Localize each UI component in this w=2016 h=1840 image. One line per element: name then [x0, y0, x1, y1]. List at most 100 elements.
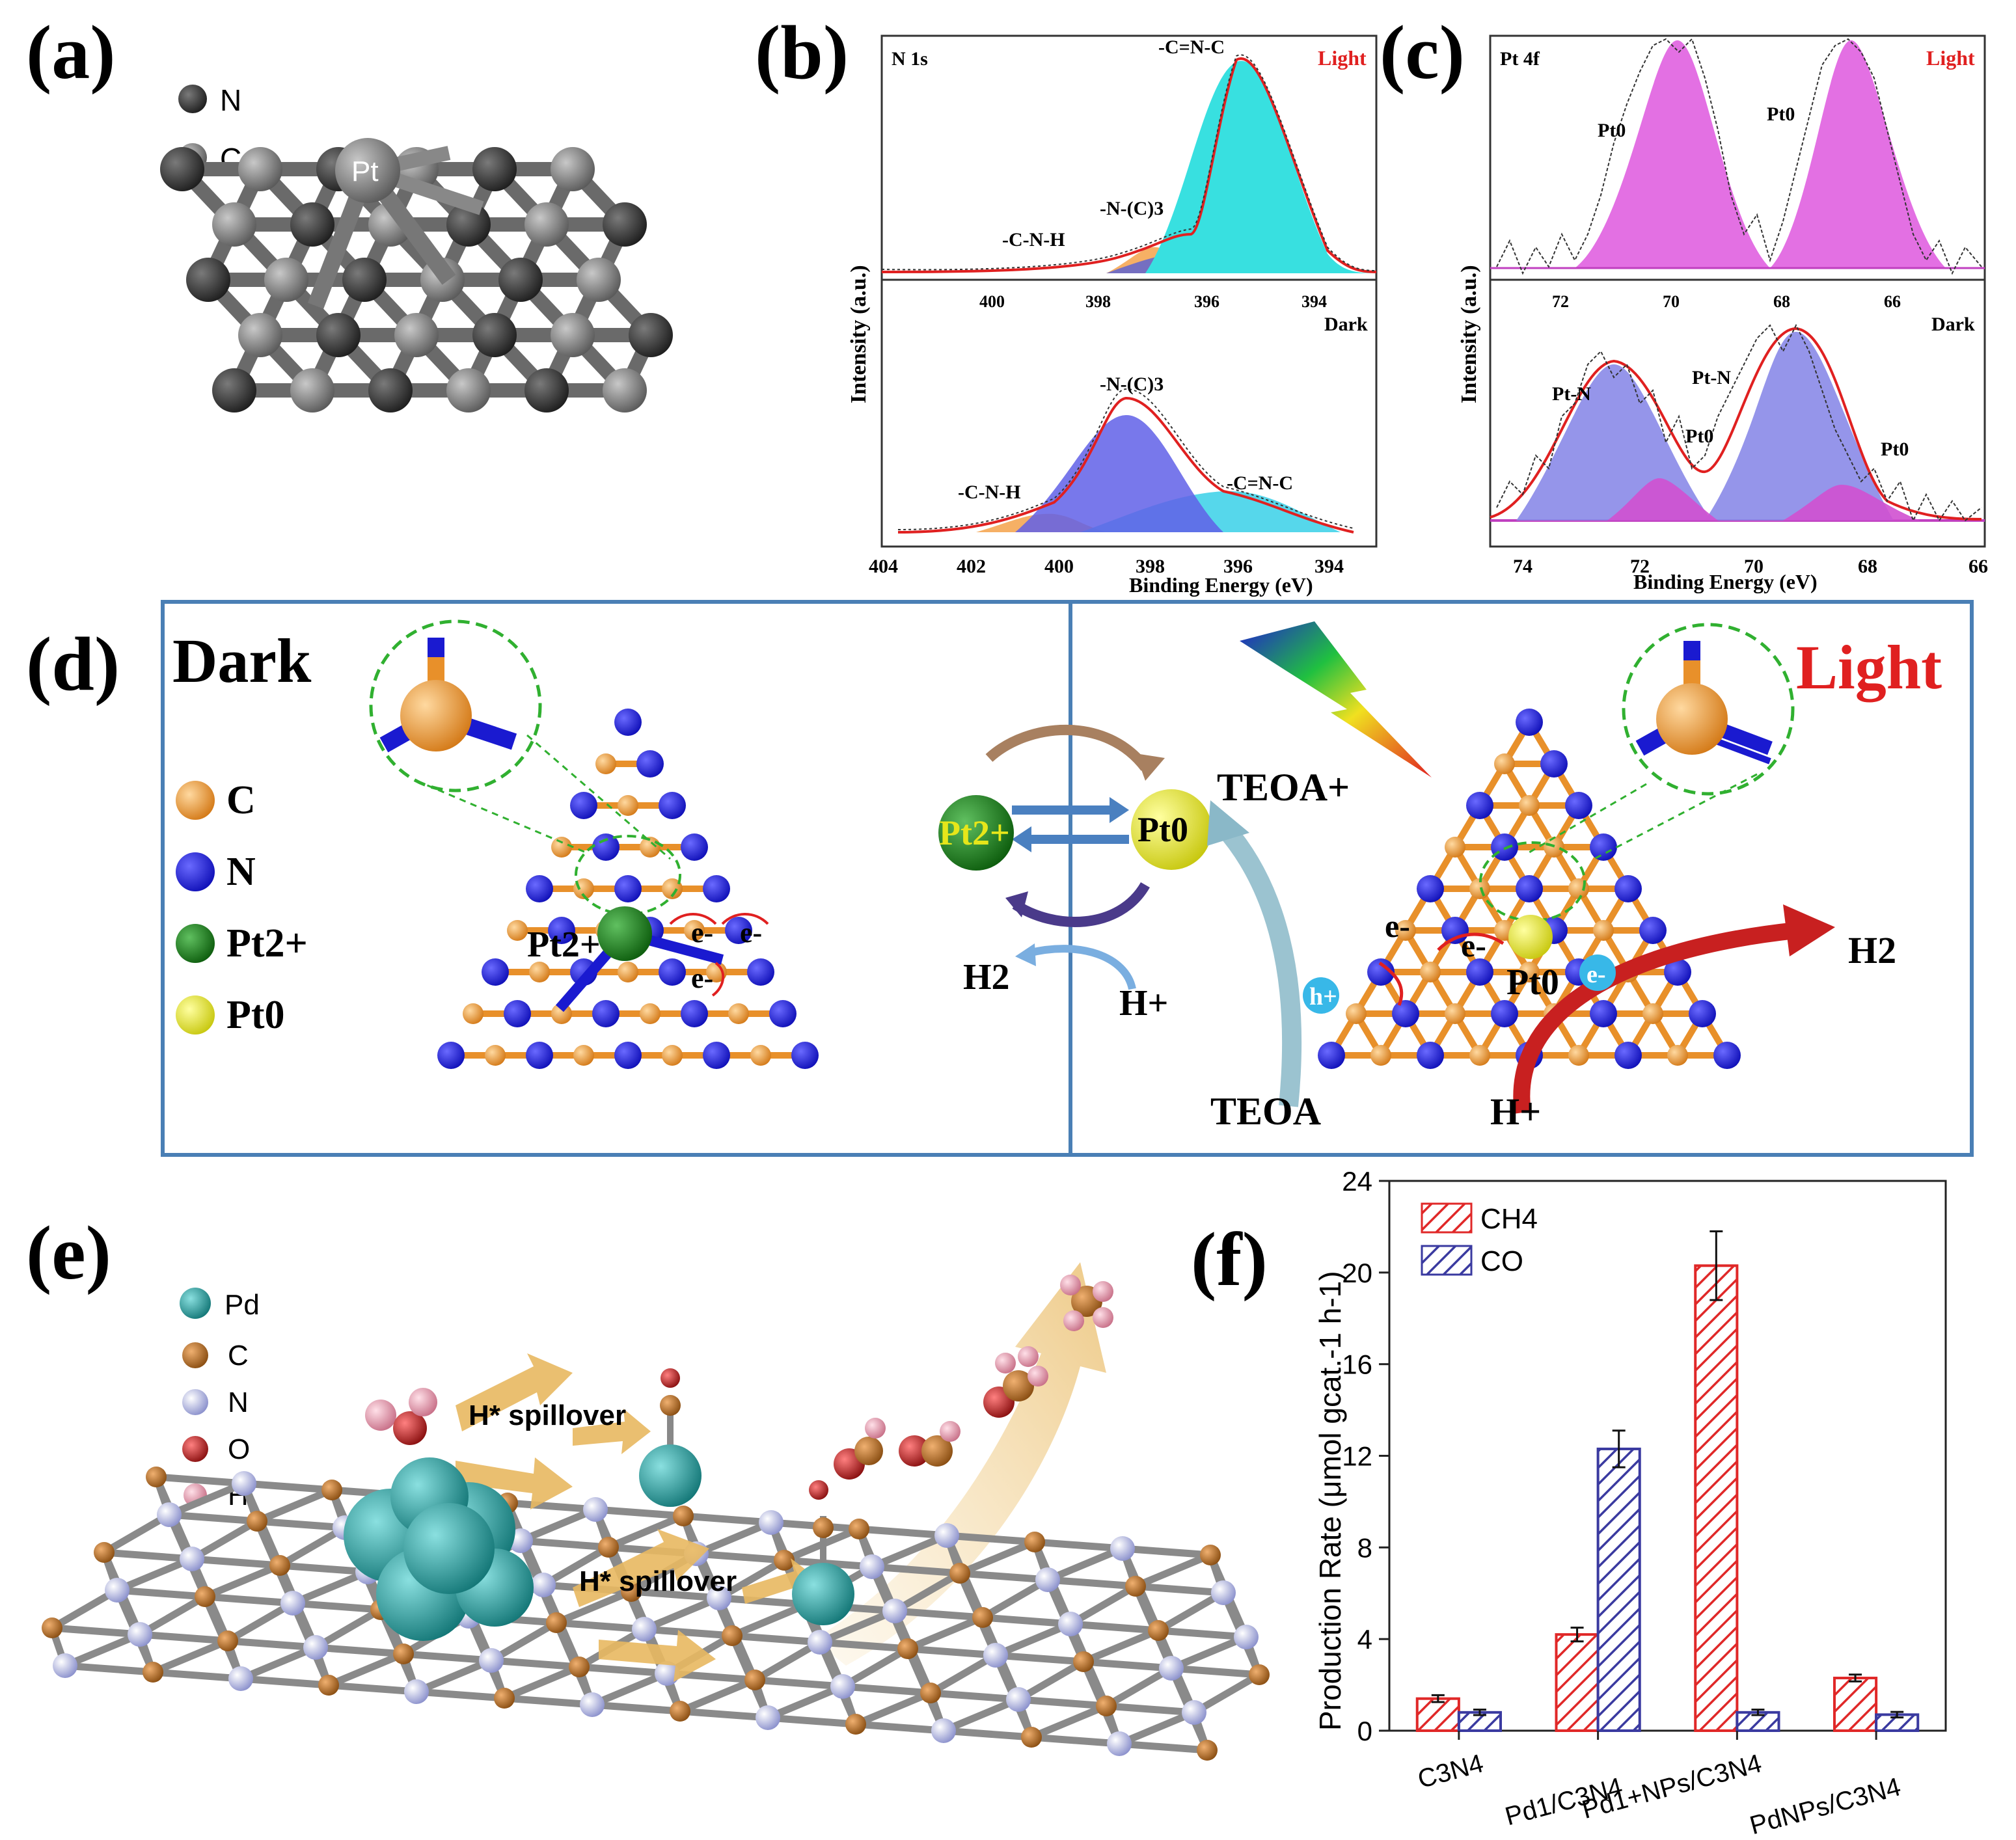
d-center-hplus-label: H+: [1119, 983, 1168, 1023]
sheet-bond: [504, 1694, 593, 1709]
sheet-bond: [507, 1499, 596, 1513]
sheet-bond: [854, 1689, 933, 1728]
sheet-bond: [191, 1555, 280, 1569]
sheet-bond: [683, 1512, 772, 1526]
lattice-c-atom: [524, 202, 569, 247]
sheet-c-atom: [744, 1670, 765, 1690]
sheet-c-atom: [1249, 1664, 1270, 1685]
e-cn-sheet: [42, 1467, 1270, 1761]
sheet-c-atom: [94, 1542, 115, 1563]
cn-n-atom: [1392, 1000, 1419, 1027]
e-ch4-product: [1060, 1275, 1113, 1331]
cn-n-atom: [1689, 1000, 1716, 1027]
sheet-n-atom: [157, 1502, 182, 1527]
cn-n-atom: [1565, 792, 1592, 819]
d-right-h2-label: H2: [1848, 929, 1896, 971]
d-legend-c-label: C: [226, 778, 256, 822]
pt-atom: [335, 138, 400, 203]
sheet-n-atom: [1182, 1700, 1206, 1725]
sheet-bond: [959, 1569, 1048, 1584]
d-right-electron-1: e-: [1461, 927, 1486, 964]
cn-c-atom: [1568, 878, 1589, 899]
sheet-n-atom: [1110, 1536, 1135, 1561]
d-right-hole-label: h+: [1309, 983, 1337, 1010]
sheet-bond: [416, 1688, 505, 1702]
lattice-c-atom: [264, 258, 308, 302]
sheet-c-atom: [949, 1563, 970, 1584]
sheet-bond: [239, 1644, 318, 1683]
sheet-bond: [818, 1607, 897, 1646]
d-right-electron-arrow: [1437, 932, 1505, 951]
sheet-bond: [1171, 1664, 1260, 1679]
sheet-bond: [717, 1557, 786, 1601]
sheet-bond: [103, 1549, 193, 1563]
sheet-bond: [590, 1670, 669, 1709]
e-spillover-label-2: H* spillover: [579, 1565, 737, 1597]
c-bottom-tick-2: 70: [1744, 556, 1764, 577]
c-top-core-level: Pt 4f: [1500, 48, 1540, 70]
lattice-c-atom: [212, 202, 256, 247]
sheet-bond: [718, 1594, 808, 1608]
cn-n-atom: [504, 1000, 531, 1027]
d-legend-pt2-label: Pt2+: [226, 921, 308, 966]
sheet-bond: [981, 1576, 1050, 1621]
sheet-c-atom: [42, 1617, 62, 1638]
c-bottom-pt0-peak-2: [1783, 485, 1920, 521]
d-center-pt0-label: Pt0: [1137, 810, 1188, 849]
f-bars: [1415, 1230, 1920, 1733]
panel-d-letter: (d): [26, 621, 120, 707]
sheet-bond: [278, 1524, 347, 1569]
b-top-tick-3: 394: [1301, 292, 1327, 311]
sheet-n-atom: [1234, 1625, 1259, 1649]
b-top-peak-nc3: -N-(C)3: [1100, 198, 1164, 219]
sheet-bond: [592, 1701, 681, 1715]
sheet-bond: [1070, 1620, 1159, 1634]
b-top-peak-cnc: -C=N-C: [1158, 36, 1225, 58]
sheet-bond: [1156, 1590, 1225, 1634]
cn-c-atom: [1568, 1045, 1589, 1066]
sheet-c-atom: [1021, 1727, 1042, 1748]
c-bottom-peak-pt0-b: Pt0: [1881, 439, 1909, 460]
d-left-zoom-atom: [379, 638, 517, 753]
d-right-hole-circle: [1303, 977, 1339, 1014]
sheet-bond: [139, 1630, 228, 1645]
c-top-peak-pt0-a: Pt0: [1598, 120, 1626, 141]
sheet-bond: [894, 1607, 983, 1621]
f-bar-ch4-1: [1555, 1633, 1600, 1732]
sheet-bond: [946, 1532, 1035, 1546]
cn-n-atom: [791, 1042, 819, 1069]
sheet-bond: [855, 1720, 944, 1735]
sheet-bond: [116, 1586, 206, 1601]
sheet-n-atom: [1107, 1731, 1132, 1756]
c-bottom-tick-0: 74: [1513, 556, 1532, 577]
sheet-n-atom: [808, 1630, 832, 1655]
cn-c-atom: [1469, 878, 1490, 899]
c-bottom-tick-4: 66: [1968, 556, 1988, 577]
c-bottom-tick-3: 68: [1858, 556, 1877, 577]
d-left-electron-arrow-3: [711, 962, 725, 997]
sheet-n-atom: [1159, 1656, 1184, 1681]
b-top-tick-2: 396: [1194, 292, 1219, 311]
panel-d: (d) Dark Light C N Pt2+ Pt0: [26, 600, 1974, 1157]
sheet-bond: [1031, 1733, 1120, 1748]
d-teoa-oxidation-arrow: [1216, 820, 1302, 1107]
cn-c-atom: [1420, 962, 1441, 982]
sheet-bond: [415, 1657, 493, 1696]
sheet-bond: [1082, 1627, 1160, 1666]
b-bottom-peak-nc3: -N-(C)3: [1100, 373, 1164, 395]
cn-c-atom: [1395, 920, 1416, 941]
c-top-peak-pt0-b: Pt0: [1767, 103, 1795, 125]
c-top-tick-1: 70: [1663, 292, 1680, 311]
sheet-n-atom: [632, 1617, 657, 1642]
cn-c-atom: [551, 837, 572, 858]
d-reverse-arrow-head: [1012, 826, 1031, 852]
sheet-bond: [190, 1518, 259, 1562]
b-bottom-tick-0: 404: [869, 556, 898, 577]
sheet-bond: [595, 1506, 684, 1520]
c-top-condition: Light: [1926, 46, 1975, 70]
b-bottom-peak-cnc: -C=N-C: [1227, 472, 1293, 494]
d-cycle-arrow-bottom-head: [1005, 891, 1028, 917]
sheet-bond: [696, 1550, 785, 1564]
cn-n-atom: [703, 1042, 730, 1069]
b-top-raw-line: [881, 54, 1377, 271]
